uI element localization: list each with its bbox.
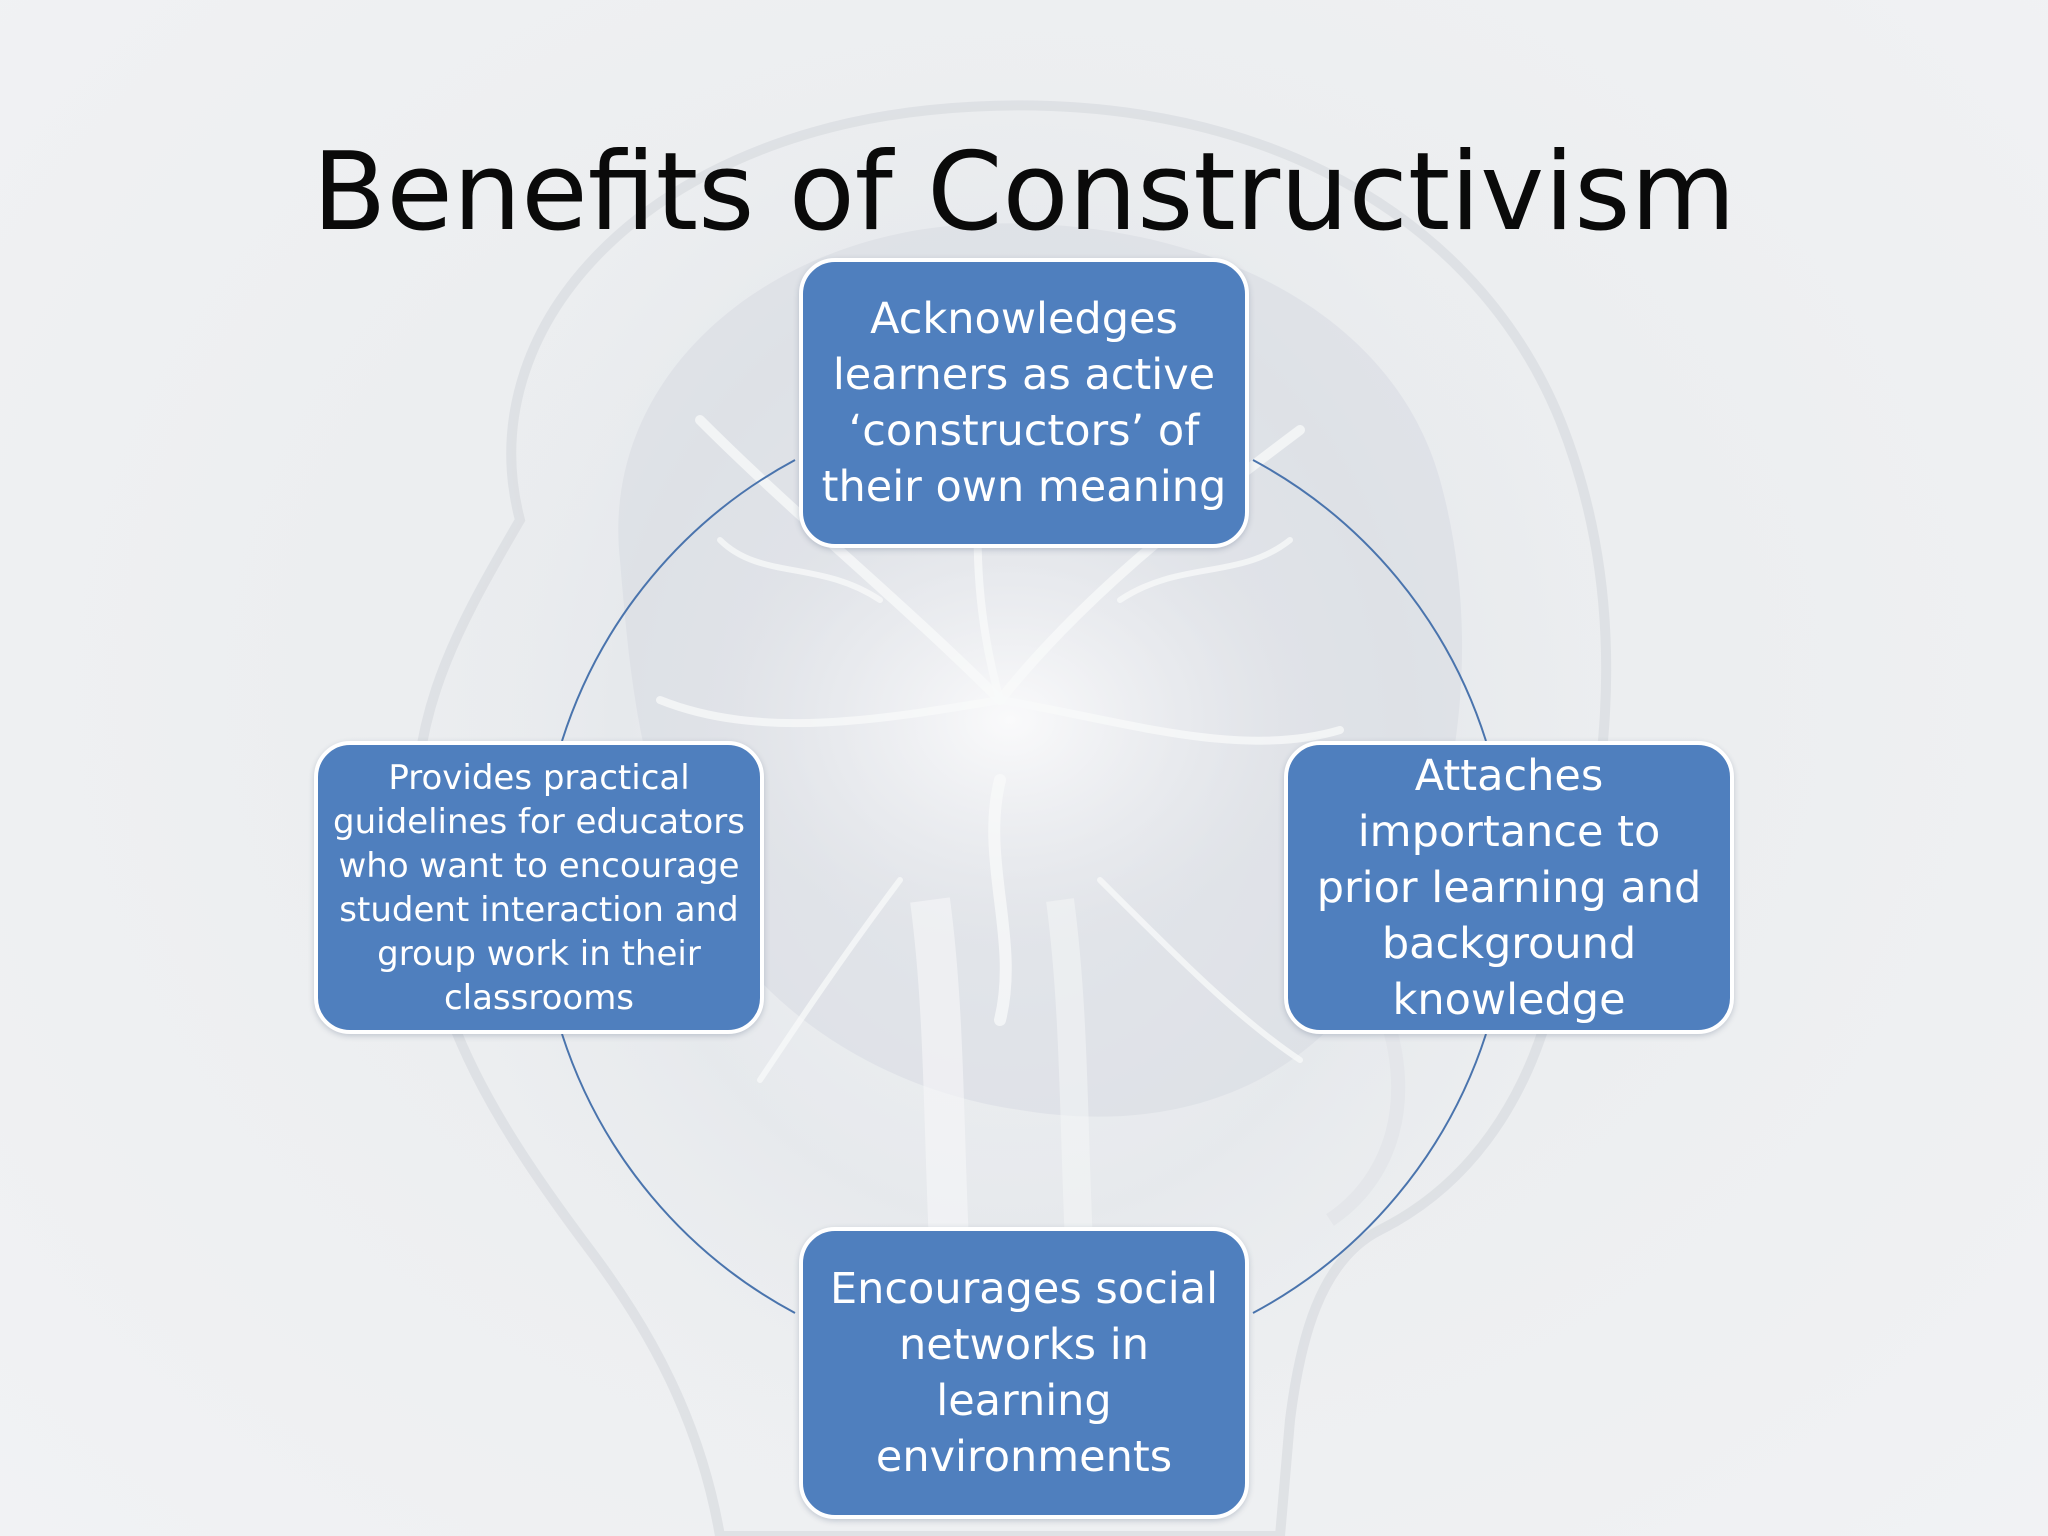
- cycle-node-right-text: Attaches importance to prior learning an…: [1316, 750, 1702, 1025]
- cycle-arc-top-right: [1252, 459, 1487, 742]
- cycle-node-right: Attaches importance to prior learning an…: [1284, 741, 1734, 1034]
- cycle-node-bottom-text: Encourages social networks in learning e…: [829, 1264, 1219, 1482]
- cycle-arc-right-bottom: [1252, 1033, 1487, 1314]
- cycle-arc-left-top: [561, 459, 796, 742]
- cycle-node-left: Provides practical guidelines for educat…: [314, 741, 764, 1034]
- slide-title: Benefits of Constructivism: [312, 130, 1736, 255]
- cycle-node-bottom: Encourages social networks in learning e…: [799, 1227, 1249, 1519]
- cycle-node-top-text: Acknowledges learners as active ‘constru…: [821, 294, 1227, 512]
- cycle-node-top: Acknowledges learners as active ‘constru…: [799, 258, 1249, 548]
- cycle-arc-bottom-left: [561, 1033, 796, 1314]
- cycle-node-left-text: Provides practical guidelines for educat…: [333, 757, 745, 1018]
